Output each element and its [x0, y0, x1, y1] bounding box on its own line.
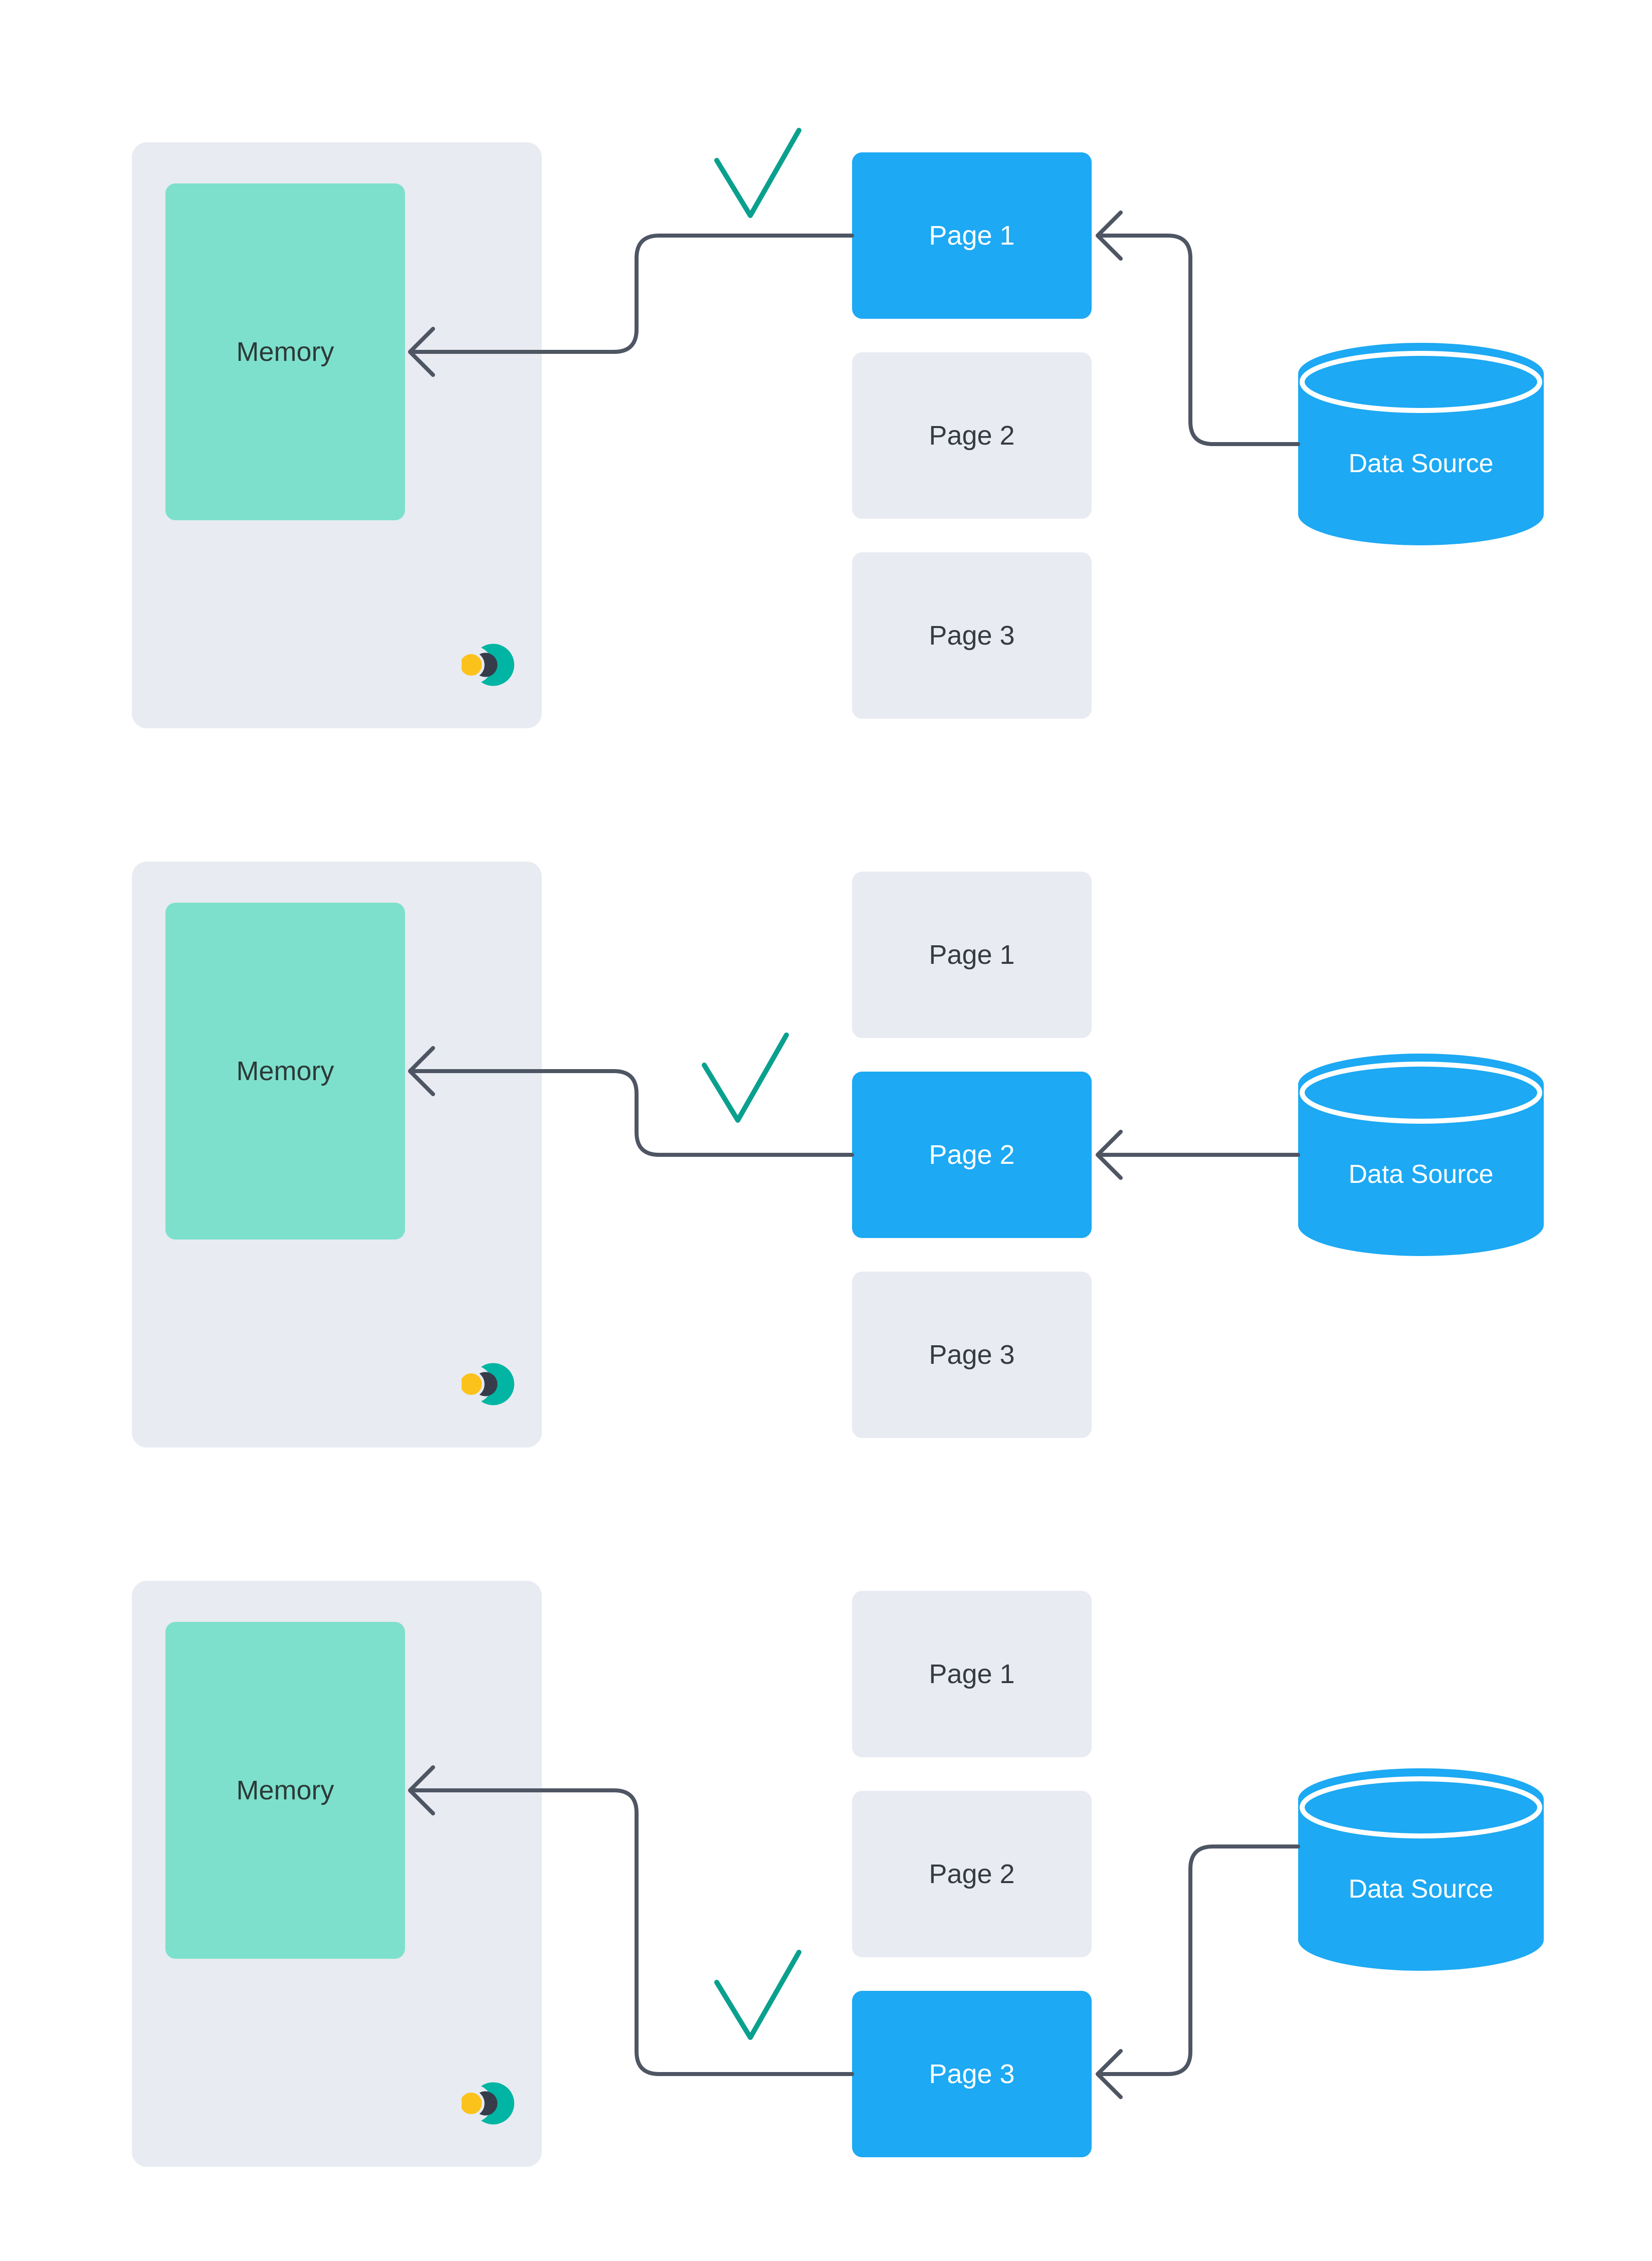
page-label: Page 2	[929, 421, 1015, 451]
memory-panel-2: Memory	[132, 862, 542, 1448]
data-source-cylinder-3: Data Source	[1298, 1768, 1544, 1971]
data-source-cylinder-1: Data Source	[1298, 343, 1544, 545]
page-label: Page 1	[929, 1659, 1015, 1689]
page-1-box: Page 1	[852, 872, 1092, 1038]
page-2-box: Page 2	[852, 352, 1092, 519]
brand-logo-icon	[462, 644, 514, 686]
brand-logo-icon	[462, 1363, 514, 1405]
page-label: Page 1	[929, 221, 1015, 251]
page-label: Page 1	[929, 940, 1015, 970]
memory-box-1: Memory	[165, 183, 405, 520]
arrow-datasource-to-page1	[1097, 234, 1300, 446]
checkmark-icon	[702, 1033, 789, 1123]
arrow-datasource-to-page3	[1097, 1844, 1300, 2076]
data-source-label: Data Source	[1348, 449, 1494, 478]
checkmark-icon	[714, 1950, 801, 2040]
page-3-box: Page 3	[852, 1272, 1092, 1438]
database-icon	[1298, 1054, 1544, 1256]
memory-label: Memory	[236, 337, 334, 367]
memory-panel-3: Memory	[132, 1581, 542, 2167]
brand-logo-icon	[462, 2082, 514, 2125]
page-1-box: Page 1	[852, 1591, 1092, 1757]
database-icon	[1298, 343, 1544, 545]
page-1-box-active: Page 1	[852, 152, 1092, 319]
page-label: Page 2	[929, 1140, 1015, 1170]
arrowhead-into-page2	[1096, 1130, 1123, 1180]
memory-label: Memory	[236, 1775, 334, 1805]
memory-box-3: Memory	[165, 1622, 405, 1959]
memory-box-2: Memory	[165, 903, 405, 1240]
page-label: Page 3	[929, 2059, 1015, 2089]
page-label: Page 3	[929, 621, 1015, 651]
arrowhead-into-page1	[1096, 211, 1123, 261]
page-3-box: Page 3	[852, 552, 1092, 719]
page-label: Page 3	[929, 1340, 1015, 1370]
memory-label: Memory	[236, 1056, 334, 1086]
page-label: Page 2	[929, 1859, 1015, 1889]
arrowhead-into-page3	[1096, 2049, 1123, 2099]
data-source-label: Data Source	[1348, 1875, 1494, 1904]
database-icon	[1298, 1768, 1544, 1971]
page-2-box-active: Page 2	[852, 1072, 1092, 1238]
page-2-box: Page 2	[852, 1791, 1092, 1957]
data-source-label: Data Source	[1348, 1160, 1494, 1189]
data-source-cylinder-2: Data Source	[1298, 1054, 1544, 1256]
page-3-box-active: Page 3	[852, 1991, 1092, 2157]
checkmark-icon	[714, 128, 801, 218]
memory-panel-1: Memory	[132, 142, 542, 728]
